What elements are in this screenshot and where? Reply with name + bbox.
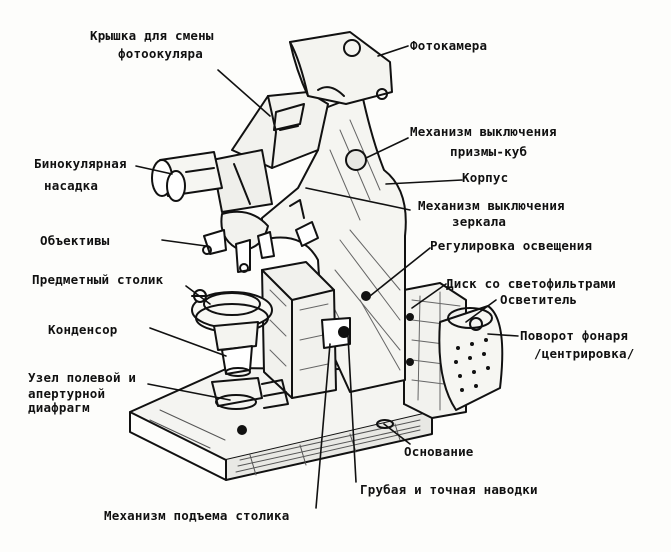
label-prism-line2: призмы-куб [450, 144, 528, 159]
leader-body [385, 179, 463, 185]
label-prism-line1: Механизм выключения [410, 124, 557, 139]
label-mirror-line2: зеркала [452, 214, 507, 229]
label-camera: Фотокамера [410, 38, 488, 53]
leader-mirror [305, 187, 411, 211]
stage-shape [191, 261, 371, 399]
leader-objectives [161, 239, 207, 247]
label-focus: Грубая и точная наводки [360, 482, 538, 497]
leader-camera [377, 45, 409, 57]
leader-condenser [149, 327, 227, 357]
leader-focus [347, 335, 357, 483]
leader-illuminator [465, 299, 497, 323]
label-body: Корпус [462, 170, 509, 185]
label-diaphragm-line3: диафрагм [28, 400, 90, 415]
label-objectives: Объективы [40, 233, 110, 248]
body-shape [261, 93, 407, 393]
leader-stage [185, 285, 211, 305]
leader-illumination [369, 247, 431, 297]
leader-base [383, 423, 411, 445]
leader-cover [217, 69, 271, 117]
label-base: Основание [404, 444, 474, 459]
nosepiece-shape [202, 199, 319, 273]
binocular-shape [151, 149, 273, 213]
leader-filters [411, 283, 447, 309]
label-lift: Механизм подъема столика [104, 508, 290, 523]
label-illumination: Регулировка освещения [430, 238, 593, 253]
label-cover-line1: Крышка для смены [90, 28, 214, 43]
label-diaphragm-line1: Узел полевой и [28, 370, 137, 385]
leader-prism [365, 137, 409, 159]
label-binocular-line2: насадка [44, 178, 99, 193]
leader-binocular [135, 165, 173, 175]
label-mirror-line1: Механизм выключения [418, 198, 565, 213]
label-stage: Предметный столик [32, 272, 164, 287]
label-lamp-line2: /центрировка/ [534, 346, 635, 361]
label-cover-line2: фотоокуляра [118, 46, 203, 61]
camera-shape [289, 31, 393, 105]
leader-lift [315, 343, 331, 509]
condenser-shape [213, 321, 259, 377]
label-lamp-line1: Поворот фонаря [520, 328, 629, 343]
label-filters: Диск со светофильтрами [446, 276, 616, 291]
label-binocular-line1: Бинокулярная [34, 156, 127, 171]
leader-lamp [487, 333, 519, 337]
label-condenser: Конденсор [48, 322, 118, 337]
label-illuminator: Осветитель [500, 292, 578, 307]
leader-diaphragm [147, 383, 231, 401]
label-diaphragm-line2: апертурной [28, 386, 106, 401]
head-shape [231, 91, 329, 169]
